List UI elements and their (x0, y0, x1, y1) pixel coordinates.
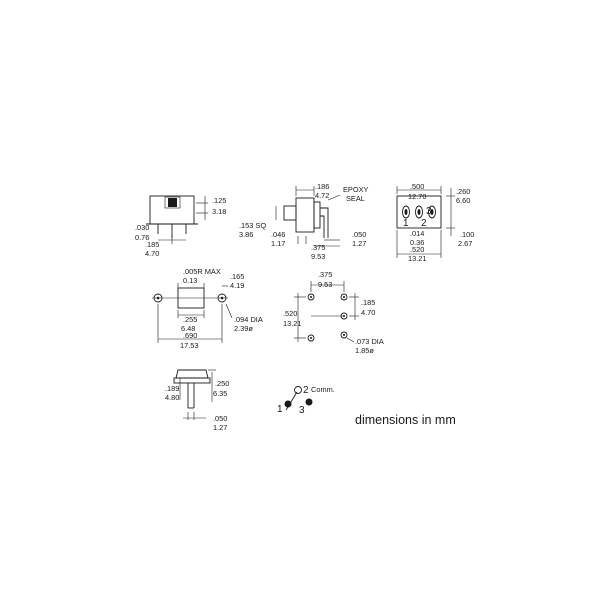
pin-label-2: 2 (421, 218, 427, 229)
dim-height-mm: 4.19 (230, 281, 244, 290)
dim-spacing-in: .375 (318, 270, 332, 279)
dim-width-in: .500 (410, 182, 424, 191)
switch-schematic: 1 2 Comm. 3 (277, 385, 335, 416)
dim-total-in: .250 (215, 379, 229, 388)
dim-pitch-mm: 4.70 (145, 249, 159, 258)
dim-pitch-mm: 2.67 (458, 239, 472, 248)
dim-height-mm: 6.60 (456, 196, 470, 205)
dim-length-mm: 9.53 (311, 252, 325, 261)
dim-lead-mm: 0.76 (135, 233, 149, 242)
dim-thickness-mm: 0.36 (410, 238, 424, 247)
schematic-common-label: Comm. (311, 385, 335, 394)
dim-offset-mm: 1.17 (271, 239, 285, 248)
dim-diameter-in: .073 DIA (355, 337, 384, 346)
dim-length-in: .520 (410, 245, 424, 254)
dim-height-in: .125 (212, 196, 226, 205)
dim-pin-mm: 1.27 (352, 239, 366, 248)
label-epoxy: EPOXY (343, 185, 369, 194)
dim-width-in: .186 (315, 182, 329, 191)
dim-height-in: .189 (165, 384, 179, 393)
dim-height-in: .260 (456, 187, 470, 196)
dim-square-in: .153 SQ (239, 221, 266, 230)
view-right-angle: .186 4.72 EPOXY SEAL .153 SQ 3.86 .046 1… (239, 182, 369, 261)
dim-height-mm: 13.21 (283, 319, 302, 328)
dim-height-mm: 3.18 (212, 207, 226, 216)
dim-radius-mm: 0.13 (183, 276, 197, 285)
dim-height-in: .165 (230, 272, 244, 281)
dim-total-mm: 6.35 (213, 389, 227, 398)
dim-pin-in: .050 (352, 230, 366, 239)
dim-height-in: .520 (283, 309, 297, 318)
view-hole-pattern: .375 9.53 .185 4.70 .520 13.21 .073 DIA … (283, 270, 384, 355)
view-mounting-footprint: .005R MAX 0.13 .165 4.19 .255 6.48 .690 … (152, 267, 263, 350)
pin-label-3: 3 (426, 206, 432, 217)
dim-pitch-mm: 6.48 (181, 324, 195, 333)
dimensions-caption: dimensions in mm (355, 413, 456, 427)
schematic-pin-3: 3 (299, 405, 305, 416)
dim-length-mm: 17.53 (180, 341, 199, 350)
dim-pitch-in: .255 (183, 315, 197, 324)
dim-pitch-in: .185 (361, 298, 375, 307)
dim-pin-mm: 1.27 (213, 423, 227, 432)
dim-diameter-mm: 1.85ø (355, 346, 374, 355)
dim-length-mm: 13.21 (408, 254, 427, 263)
label-seal: SEAL (346, 194, 365, 203)
dim-lead-in: .030 (135, 223, 149, 232)
dim-radius-in: .005R MAX (183, 267, 221, 276)
dim-offset-in: .046 (271, 230, 285, 239)
view-side-slide: .125 3.18 .030 0.76 .185 4.70 (135, 195, 226, 258)
dim-width-mm: 4.72 (315, 191, 329, 200)
schematic-pin-2: 2 (303, 385, 309, 396)
view-front-pins: 1 2 3 .500 12.70 .260 6.60 .014 0.36 .52… (396, 182, 474, 263)
dim-pin-in: .050 (213, 414, 227, 423)
schematic-pin-1: 1 (277, 404, 283, 415)
dim-diameter-in: .094 DIA (234, 315, 263, 324)
dim-pitch-in: .185 (145, 240, 159, 249)
dim-length-in: .375 (311, 243, 325, 252)
dim-pitch-in: .100 (460, 230, 474, 239)
view-actuator-side: .189 4.80 .250 6.35 .050 1.27 (165, 369, 229, 432)
pin-label-1: 1 (403, 218, 409, 229)
dim-height-mm: 4.80 (165, 393, 179, 402)
dim-square-mm: 3.86 (239, 230, 253, 239)
dim-width-mm: 12.70 (408, 192, 427, 201)
dim-pitch-mm: 4.70 (361, 308, 375, 317)
dim-spacing-mm: 9.53 (318, 280, 332, 289)
dim-length-in: .690 (183, 331, 197, 340)
dim-thickness-in: .014 (410, 229, 424, 238)
dim-diameter-mm: 2.39ø (234, 324, 253, 333)
